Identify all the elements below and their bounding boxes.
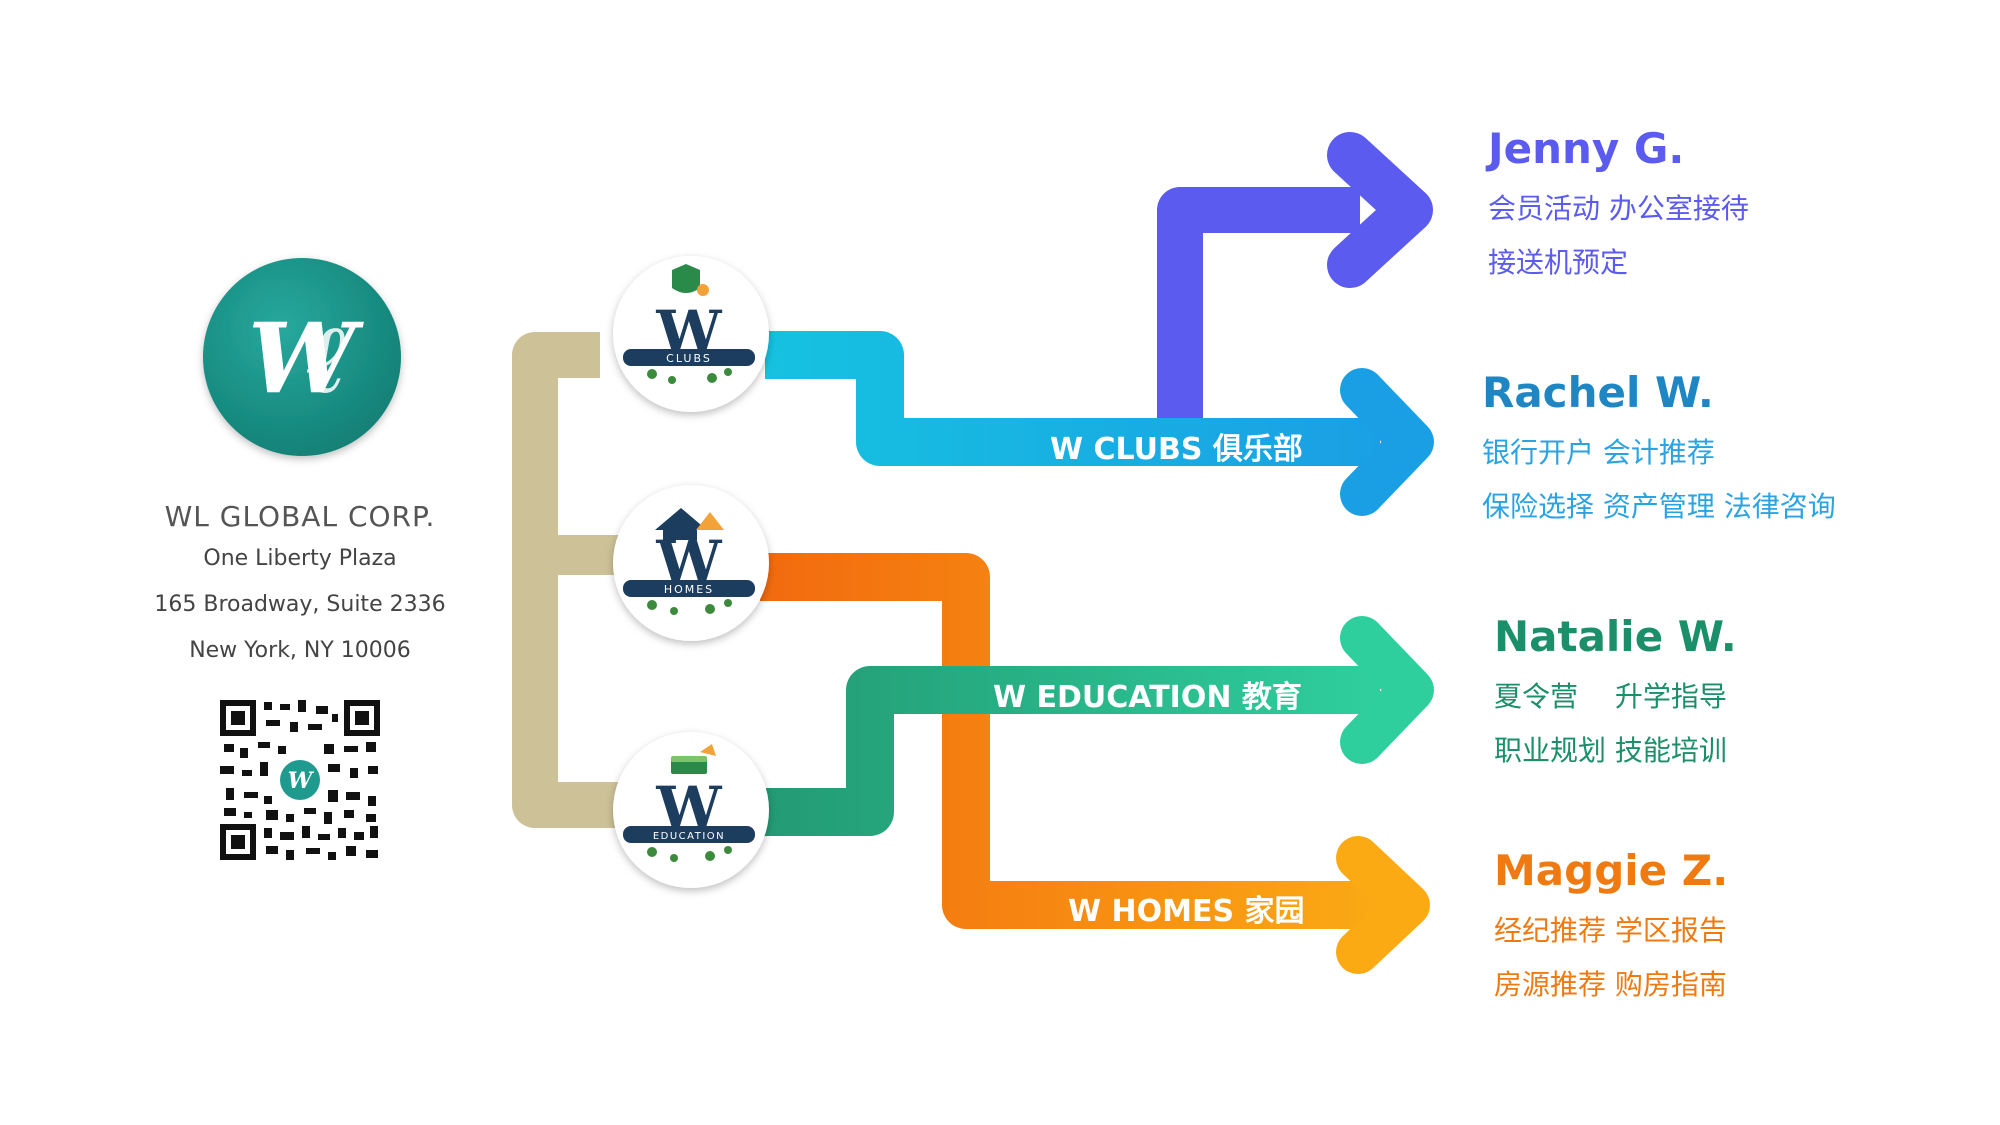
wl-logo: W ℓ [203, 258, 401, 456]
education-badge: W EDUCATION [613, 732, 769, 888]
person-duty-line: 夏令营 升学指导 [1494, 680, 1727, 713]
clubs-badge-label: CLUBS [666, 352, 712, 365]
clubs-branch-arrow [765, 331, 1434, 516]
svg-text:W: W [288, 768, 315, 794]
person-duty-line: 房源推荐 购房指南 [1494, 968, 1727, 1001]
person-duty-line: 经纪推荐 学区报告 [1494, 914, 1727, 947]
education-branch-arrow [760, 616, 1434, 836]
person-duty-line: 职业规划 技能培训 [1494, 734, 1727, 767]
jenny-branch-arrow [1157, 132, 1433, 420]
person-name: Rachel W. [1482, 368, 1714, 417]
education-badge-label: EDUCATION [653, 831, 725, 842]
homes-branch-arrow [760, 553, 1430, 974]
trunk-connector [512, 332, 625, 828]
address-line-2: 165 Broadway, Suite 2336 [154, 592, 446, 617]
person-maggie: Maggie Z. 经纪推荐 学区报告 房源推荐 购房指南 [1494, 846, 1728, 1003]
homes-badge: W HOMES [613, 485, 769, 641]
person-duty-line: 会员活动 办公室接待 [1488, 192, 1749, 225]
person-duty-line: 接送机预定 [1488, 246, 1629, 279]
education-band-label: W EDUCATION 教育 [993, 680, 1302, 715]
address-line-1: One Liberty Plaza [203, 546, 397, 571]
homes-band-label: W HOMES 家园 [1068, 894, 1305, 929]
person-jenny: Jenny G. 会员活动 办公室接待 接送机预定 [1488, 124, 1749, 281]
homes-badge-letter: W [655, 528, 722, 596]
homes-badge-label: HOMES [664, 583, 714, 596]
qr-code: W [220, 700, 380, 860]
svg-text:ℓ: ℓ [306, 302, 347, 415]
clubs-badge: W CLUBS [613, 256, 769, 412]
person-duty-line: 银行开户 会计推荐 [1482, 436, 1715, 469]
clubs-badge-letter: W [655, 298, 722, 366]
company-name: WL GLOBAL CORP. [164, 500, 436, 533]
person-natalie: Natalie W. 夏令营 升学指导 职业规划 技能培训 [1494, 612, 1737, 769]
person-name: Natalie W. [1494, 612, 1737, 661]
person-name: Jenny G. [1488, 124, 1685, 173]
person-duty-line: 保险选择 资产管理 法律咨询 [1482, 490, 1836, 523]
person-name: Maggie Z. [1494, 846, 1729, 895]
education-badge-letter: W [655, 774, 722, 842]
person-rachel: Rachel W. 银行开户 会计推荐 保险选择 资产管理 法律咨询 [1482, 368, 1836, 525]
svg-text:W: W [248, 302, 364, 415]
address-line-3: New York, NY 10006 [189, 638, 411, 663]
clubs-band-label: W CLUBS 俱乐部 [1050, 432, 1303, 467]
